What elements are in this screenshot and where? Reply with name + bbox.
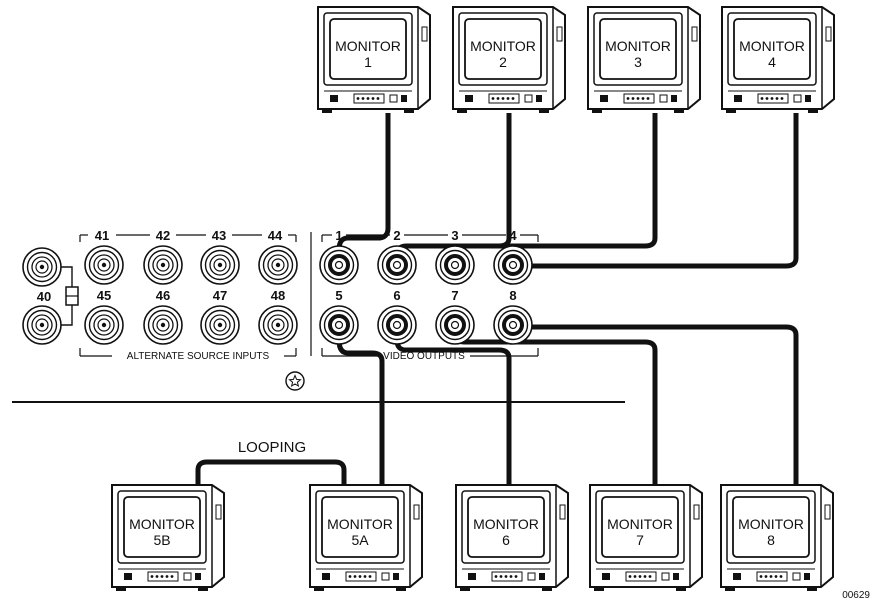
monitor-5b: MONITOR 5B bbox=[111, 484, 225, 592]
cable-monitor-5a bbox=[336, 325, 385, 490]
output-7-label: 7 bbox=[451, 288, 458, 303]
input-44-label: 44 bbox=[268, 228, 283, 243]
bnc-input-40-bottom[interactable] bbox=[22, 305, 62, 345]
monitor-4-label: MONITOR bbox=[739, 38, 805, 54]
input-41-label: 41 bbox=[95, 228, 109, 243]
monitor-6: MONITOR 6 bbox=[455, 484, 569, 592]
cable-monitor-3 bbox=[452, 113, 658, 265]
monitor-7-number: 7 bbox=[636, 532, 644, 548]
monitor-2-label: MONITOR bbox=[470, 38, 536, 54]
bnc-output-5[interactable] bbox=[318, 304, 360, 346]
monitor-3-number: 3 bbox=[634, 54, 642, 70]
monitor-3: MONITOR 3 bbox=[587, 6, 701, 114]
bnc-input-43[interactable] bbox=[200, 245, 240, 285]
figure-code: 00629 bbox=[842, 590, 870, 601]
input-47-label: 47 bbox=[213, 288, 227, 303]
monitor-4: MONITOR 4 bbox=[721, 6, 835, 114]
output-1-label: 1 bbox=[335, 228, 342, 243]
bnc-input-47[interactable] bbox=[200, 305, 240, 345]
monitor-2: MONITOR 2 bbox=[452, 6, 566, 114]
input-43-label: 43 bbox=[212, 228, 226, 243]
input-42-label: 42 bbox=[156, 228, 170, 243]
looping-label: LOOPING bbox=[238, 439, 306, 456]
alternate-source-inputs-caption: ALTERNATE SOURCE INPUTS bbox=[127, 351, 270, 362]
bnc-output-3[interactable] bbox=[434, 244, 476, 286]
monitor-1: MONITOR 1 bbox=[317, 6, 431, 114]
monitor-6-label: MONITOR bbox=[473, 516, 539, 532]
output-8-label: 8 bbox=[509, 288, 516, 303]
output-6-label: 6 bbox=[393, 288, 400, 303]
cable-monitor-6 bbox=[394, 325, 512, 490]
monitor-7: MONITOR 7 bbox=[589, 484, 703, 592]
bnc-input-48[interactable] bbox=[258, 305, 298, 345]
bnc-input-44[interactable] bbox=[258, 245, 298, 285]
monitor-8: MONITOR 8 bbox=[720, 484, 834, 592]
bnc-output-6[interactable] bbox=[376, 304, 418, 346]
monitor-1-number: 1 bbox=[364, 54, 372, 70]
alternate-source-inputs-panel: 40 41 42 43 44 45 46 47 48 ALTERNATE SOU… bbox=[22, 228, 312, 362]
monitor-5a-label: MONITOR bbox=[327, 516, 393, 532]
monitor-8-label: MONITOR bbox=[738, 516, 804, 532]
bnc-input-41[interactable] bbox=[84, 245, 124, 285]
output-3-label: 3 bbox=[451, 228, 458, 243]
cable-monitor-4 bbox=[522, 113, 799, 269]
output-4-label: 4 bbox=[509, 228, 517, 243]
monitor-7-label: MONITOR bbox=[607, 516, 673, 532]
monitor-5a-number: 5A bbox=[351, 532, 369, 548]
monitor-2-number: 2 bbox=[499, 54, 507, 70]
monitor-5a: MONITOR 5A bbox=[309, 484, 423, 592]
bnc-output-1[interactable] bbox=[318, 244, 360, 286]
video-outputs-caption: VIDEO OUTPUTS bbox=[383, 351, 465, 362]
output-5-label: 5 bbox=[335, 288, 342, 303]
input-46-label: 46 bbox=[156, 288, 170, 303]
monitor-5b-number: 5B bbox=[153, 532, 170, 548]
bnc-output-4[interactable] bbox=[492, 244, 534, 286]
monitor-5b-label: MONITOR bbox=[129, 516, 195, 532]
bnc-input-45[interactable] bbox=[84, 305, 124, 345]
input-45-label: 45 bbox=[97, 288, 111, 303]
mounting-screw-icon bbox=[285, 371, 305, 391]
cable-monitor-8 bbox=[522, 324, 799, 490]
output-2-label: 2 bbox=[393, 228, 400, 243]
bnc-input-40-top[interactable] bbox=[22, 247, 62, 287]
input-40-label: 40 bbox=[37, 289, 51, 304]
video-outputs-panel: 1 2 3 4 5 6 7 8 VIDEO OUTPUTS bbox=[321, 228, 539, 362]
cable-looping bbox=[195, 459, 347, 487]
bnc-output-2[interactable] bbox=[376, 244, 418, 286]
monitor-3-label: MONITOR bbox=[605, 38, 671, 54]
bnc-input-42[interactable] bbox=[143, 245, 183, 285]
monitor-8-number: 8 bbox=[767, 532, 775, 548]
monitor-4-number: 4 bbox=[768, 54, 776, 70]
bnc-input-46[interactable] bbox=[143, 305, 183, 345]
cables bbox=[195, 113, 799, 490]
bnc-output-7[interactable] bbox=[434, 304, 476, 346]
cable-monitor-1 bbox=[336, 113, 391, 265]
bnc-output-8[interactable] bbox=[492, 304, 534, 346]
monitor-6-number: 6 bbox=[502, 532, 510, 548]
monitor-1-label: MONITOR bbox=[335, 38, 401, 54]
input-48-label: 48 bbox=[271, 288, 285, 303]
